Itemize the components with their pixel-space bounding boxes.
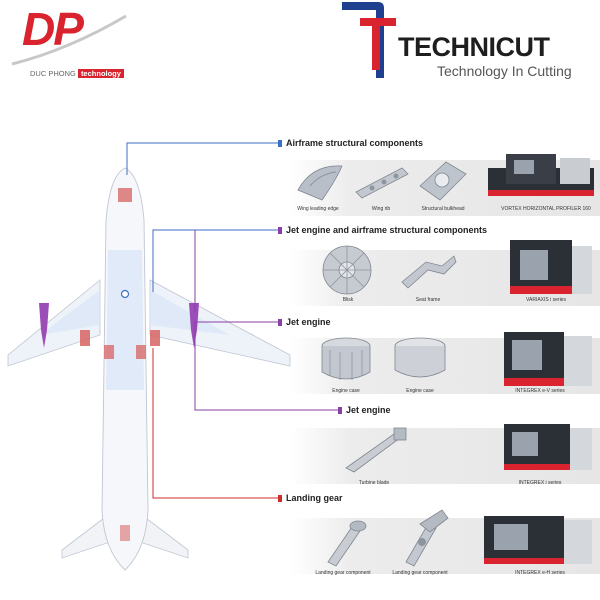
duc-phong-logo: DP DUC PHONG technology — [8, 3, 128, 80]
part-caption: Landing gear component — [392, 570, 448, 576]
part-caption: Blisk — [342, 297, 354, 303]
callout-line-landing-gear — [152, 348, 280, 499]
technicut-mark-icon — [342, 2, 396, 78]
machine-caption: INTEGREX i series — [518, 480, 562, 486]
vortex-machine-image — [488, 154, 594, 196]
section-title-jet-engine-2: Jet engine — [338, 405, 391, 415]
callout-line-jet-engine-2 — [194, 322, 340, 411]
tail-structure — [120, 525, 130, 541]
callout-line-jet-airframe — [152, 229, 280, 292]
engine-case-image — [321, 337, 371, 380]
machine-caption: INTEGREX e-V series — [515, 388, 565, 394]
part-caption: Landing gear component — [315, 570, 371, 576]
blue-marker-icon — [278, 140, 282, 147]
landing-gear-right — [150, 330, 160, 346]
purple-marker-icon — [278, 227, 282, 234]
machine-caption: INTEGREX e-H series — [515, 570, 565, 576]
nose-structure — [118, 188, 132, 202]
wing-leading-edge-image — [297, 165, 343, 201]
part-caption: Engine case — [406, 388, 434, 394]
integrex-i-machine-image — [504, 424, 592, 470]
dp-logo-subtitle: DUC PHONG technology — [30, 69, 124, 78]
structural-bulkhead-image — [419, 161, 467, 201]
callout-dot — [120, 289, 130, 299]
right-engine — [189, 303, 199, 348]
technicut-tagline: Technology In Cutting — [437, 63, 572, 79]
purple-marker-icon — [338, 407, 342, 414]
callout-line-airframe — [126, 142, 280, 175]
part-caption: Seat frame — [415, 297, 441, 303]
dp-swoosh-icon — [11, 14, 127, 66]
integrex-e-h-machine-image — [484, 516, 592, 564]
landing-gear-component-image — [405, 509, 449, 567]
purple-marker-icon — [278, 319, 282, 326]
red-marker-icon — [278, 495, 282, 502]
airplane-illustration — [7, 167, 291, 571]
technicut-name: TECHNICUT — [398, 32, 550, 62]
part-caption: Structural bulkhead — [421, 206, 465, 212]
variaxis-machine-image — [510, 240, 592, 294]
turbine-blade-image — [345, 427, 407, 473]
section-title-landing-gear: Landing gear — [278, 493, 343, 503]
landing-gear-left — [80, 330, 90, 346]
part-caption: Turbine blade — [358, 480, 390, 486]
engine-case-image — [394, 337, 446, 378]
machine-caption: VORTEX HORIZONTAL PROFILER 160 — [501, 206, 591, 212]
wing-rib-image — [355, 167, 409, 199]
left-engine — [39, 303, 49, 348]
section-title-jet-airframe: Jet engine and airframe structural compo… — [278, 225, 487, 235]
machine-caption: VARIAXIS i series — [526, 297, 566, 303]
integrex-e-v-machine-image — [504, 332, 592, 386]
section-title-airframe: Airframe structural components — [278, 138, 423, 148]
technicut-logo: TECHNICUT Technology In Cutting — [340, 0, 600, 82]
landing-gear-component-image — [327, 520, 367, 567]
section-title-jet-engine-1: Jet engine — [278, 317, 331, 327]
part-caption: Engine case — [332, 388, 360, 394]
part-caption: Wing rib — [371, 206, 391, 212]
seat-frame-image — [401, 255, 457, 289]
blisk-image — [322, 245, 372, 295]
dp-logo-letters: DP — [22, 3, 84, 55]
part-caption: Wing leading edge — [297, 206, 339, 212]
